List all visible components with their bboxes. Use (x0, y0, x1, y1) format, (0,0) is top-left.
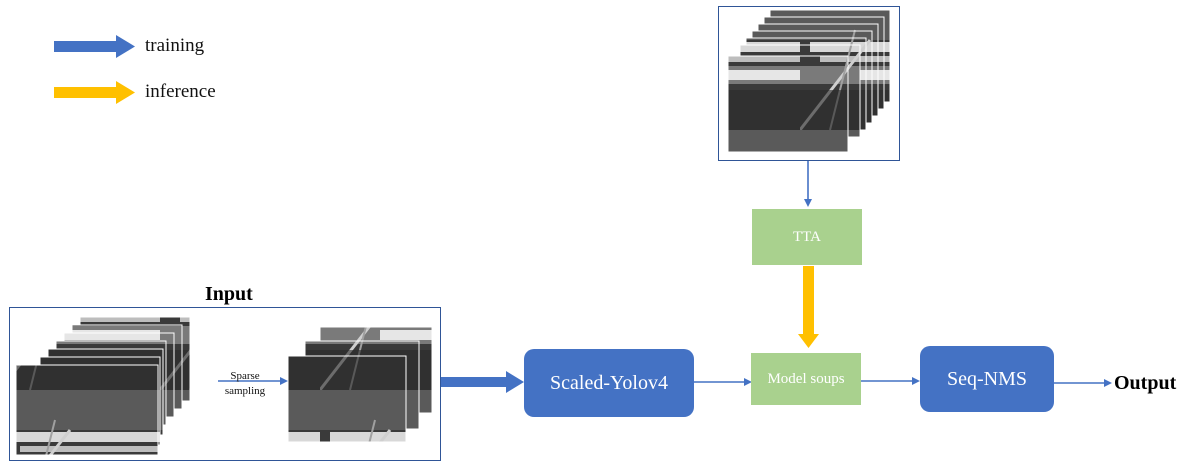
output-label: Output (1114, 372, 1177, 394)
input-heading: Input (205, 283, 253, 305)
arrow-yolo-to-soups (694, 378, 752, 386)
model-soups-node: Model soups (751, 353, 861, 405)
tta-node: TTA (752, 209, 862, 265)
inference-arrow-tta-to-soups (798, 266, 819, 348)
tta-frames-stack (727, 9, 891, 153)
training-arrow-input (440, 371, 524, 393)
legend-training-label: training (145, 35, 205, 56)
legend-training-arrow (54, 35, 135, 58)
arrow-soups-to-seqnms (861, 377, 920, 385)
sampled-frames-stack (287, 326, 433, 443)
arrow-seqnms-to-output (1054, 379, 1112, 387)
input-frame (9, 307, 441, 461)
scaled-yolov4-node: Scaled-Yolov4 (524, 349, 694, 417)
seq-nms-node: Seq-NMS (920, 346, 1054, 412)
legend-inference-arrow (54, 81, 135, 104)
tta-source-frame (718, 6, 900, 161)
arrow-frames-to-tta (804, 160, 812, 207)
sparse-label: Sparse (230, 370, 260, 382)
input-frames-stack (15, 316, 191, 456)
sparse-sampling-arrow (218, 377, 288, 385)
sampling-label: sampling (224, 385, 266, 397)
legend-inference-label: inference (145, 81, 216, 102)
